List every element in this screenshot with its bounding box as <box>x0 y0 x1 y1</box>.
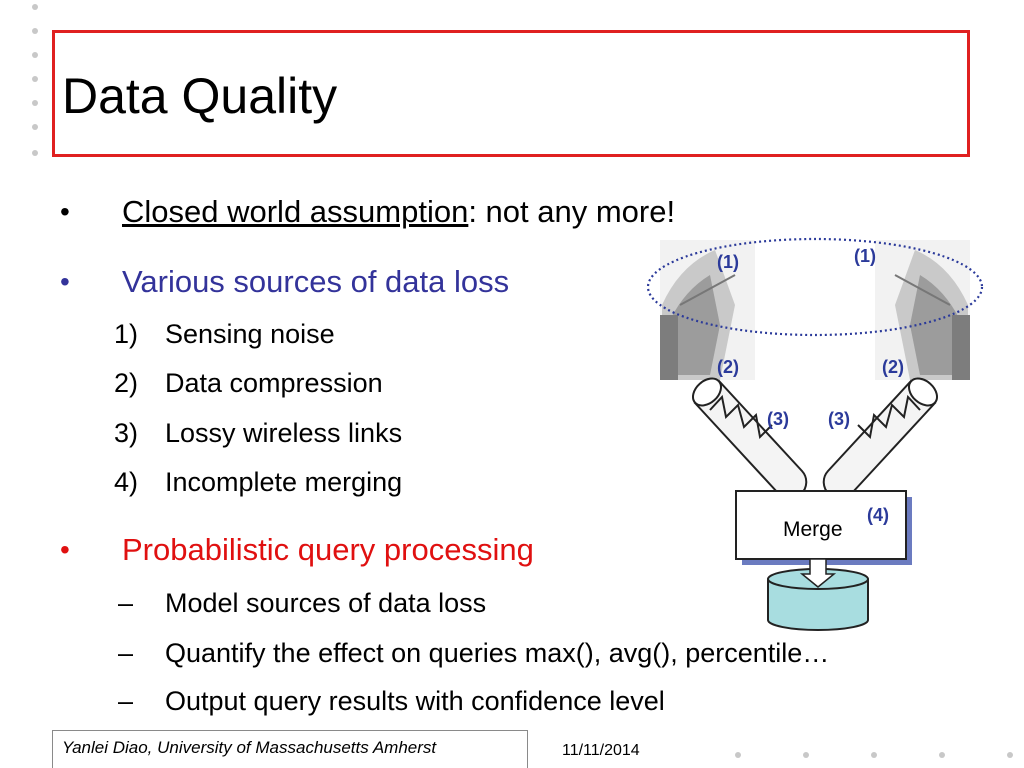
arrow-down-icon <box>799 558 837 588</box>
bullet-marker: • <box>60 534 70 565</box>
label-1-left: (1) <box>717 252 739 272</box>
label-3-left: (3) <box>767 409 789 429</box>
label-2-left: (2) <box>717 357 739 377</box>
right-antenna-image <box>875 240 970 380</box>
right-link-tube <box>822 377 938 500</box>
label-3-right: (3) <box>828 409 850 429</box>
left-link-tube <box>692 377 808 500</box>
item-text: Quantify the effect on queries max(), av… <box>165 638 830 668</box>
left-antenna-image <box>660 240 755 380</box>
label-1-right: (1) <box>854 246 876 266</box>
label-2-right: (2) <box>882 357 904 377</box>
item-text: Output query results with confidence lev… <box>165 686 665 716</box>
item-text: Model sources of data loss <box>165 588 487 618</box>
item-number: 3) <box>114 418 139 448</box>
dash-marker: – <box>118 686 134 716</box>
slide-title: Data Quality <box>62 68 338 124</box>
sensing-noise-ellipse <box>646 237 984 337</box>
closed-world-term: Closed world assumption <box>122 194 469 229</box>
merge-label: Merge <box>783 518 843 541</box>
item-number: 1) <box>114 319 139 349</box>
item-text: Lossy wireless links <box>165 418 403 448</box>
item-text: Sensing noise <box>165 319 335 349</box>
bullet-text: Probabilistic query processing <box>122 532 534 567</box>
bullet-marker: • <box>60 196 70 227</box>
item-text: Data compression <box>165 368 383 398</box>
item-number: 4) <box>114 467 139 497</box>
sensor-merge-diagram: (1) (1) (2) (2) (3) (3) (4) Merge <box>646 237 984 631</box>
label-4: (4) <box>867 505 889 525</box>
bullet-text: Various sources of data loss <box>122 264 510 299</box>
decorative-dots-left <box>32 0 40 170</box>
title-frame <box>52 30 970 157</box>
footer-author-frame <box>52 730 528 768</box>
closed-world-suffix: : not any more! <box>468 194 676 229</box>
merge-box <box>735 490 912 565</box>
dash-marker: – <box>118 638 134 668</box>
item-number: 2) <box>114 368 139 398</box>
item-text: Incomplete merging <box>165 467 403 497</box>
dash-marker: – <box>118 588 134 618</box>
bullet-text: Closed world assumption: not any more! <box>122 193 675 231</box>
footer-author: Yanlei Diao, University of Massachusetts… <box>62 738 437 757</box>
bullet-marker: • <box>60 266 70 297</box>
footer-date: 11/11/2014 <box>562 742 640 759</box>
database-icon <box>767 568 869 631</box>
